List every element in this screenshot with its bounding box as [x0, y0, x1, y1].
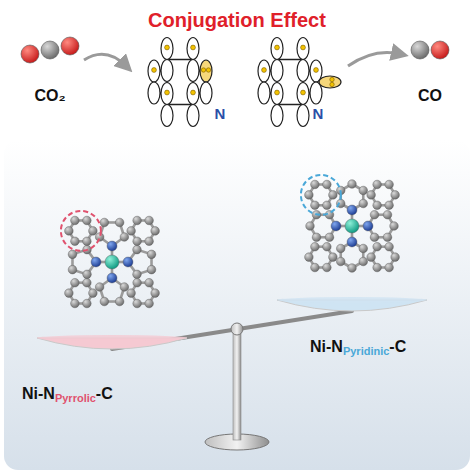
- oxygen-atom: [21, 45, 39, 63]
- ni-n4-structure: [305, 180, 400, 273]
- background-panel: [4, 140, 470, 470]
- ni-n4-structure: [65, 216, 160, 308]
- subscript-label: Pyridinic: [343, 345, 389, 357]
- catalyst-label: Ni-NPyridinic-C: [310, 338, 406, 357]
- oxygen-atom: [61, 37, 79, 55]
- orbital-ring: [148, 37, 212, 126]
- molecule-label: CO₂: [34, 87, 65, 105]
- formula-part: -C: [96, 385, 113, 402]
- highlight-circle: [301, 175, 341, 215]
- formula-part: Ni-N: [22, 385, 55, 402]
- formula-part: -C: [389, 338, 406, 355]
- subscript-label: Pyrrolic: [55, 392, 96, 404]
- figure-title: Conjugation Effect: [148, 9, 326, 31]
- molecule-label: CO: [418, 87, 442, 105]
- carbon-atom: [411, 41, 429, 59]
- highlight-circle: [61, 211, 101, 251]
- balance-scale: [37, 297, 427, 450]
- formula-part: Ni-N: [310, 338, 343, 355]
- catalyst-label: Ni-NPyrrolic-C: [22, 385, 113, 404]
- reaction-arrow: [84, 54, 126, 66]
- oxygen-atom: [431, 41, 449, 59]
- reaction-arrow: [348, 53, 400, 67]
- carbon-atom: [41, 41, 59, 59]
- atom-label: N: [313, 106, 324, 123]
- atom-label: N: [215, 106, 226, 123]
- orbital-ring: [258, 37, 341, 126]
